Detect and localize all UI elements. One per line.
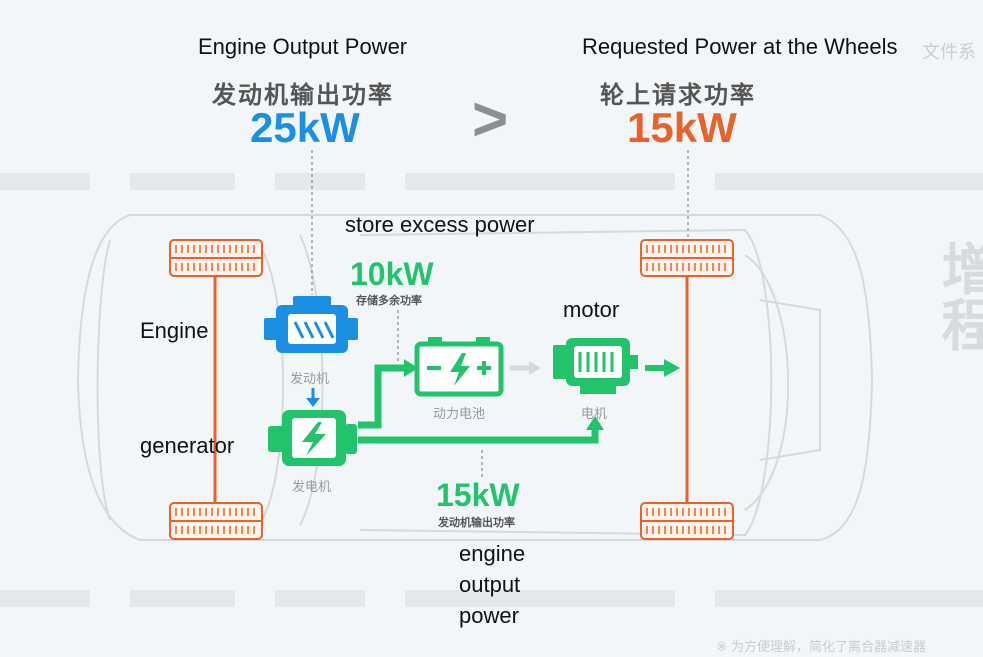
motor-to-axle-arrow — [645, 359, 680, 377]
wheel-front-right — [169, 502, 263, 540]
engine-output-label-en: Engine Output Power — [198, 34, 408, 59]
engine-output-power-line-1: engine — [459, 541, 526, 566]
wheel-front-left — [169, 239, 263, 277]
motor-label-en: motor — [563, 297, 620, 322]
motor-label-cn: 电机 — [581, 407, 608, 422]
engine-to-wheels-value: 15kW — [436, 477, 520, 513]
store-excess-value: 10kW — [350, 256, 434, 292]
wheel-rear-right — [640, 502, 734, 540]
engine-output-power-line-2: output — [459, 572, 521, 597]
car-outline — [76, 214, 874, 541]
engine-label-cn: 发动机 — [290, 372, 330, 387]
store-excess-label-cn: 存储多余功率 — [356, 294, 422, 307]
battery-label-cn: 动力电池 — [433, 407, 486, 422]
battery-icon — [414, 337, 504, 397]
watermark-top-right: 文件系 — [922, 42, 976, 63]
wheel-request-label-en: Requested Power at the Wheels — [582, 34, 898, 59]
engine-output-power-line-3: power — [459, 603, 519, 628]
battery-arrowhead — [404, 359, 418, 377]
motor-arrowhead — [586, 416, 604, 430]
engine-output-value: 25kW — [250, 104, 360, 151]
generator-to-motor-flow — [358, 428, 599, 444]
engine-output-label-cn: 发动机输出功率 — [212, 81, 394, 109]
generator-icon — [268, 410, 357, 466]
store-excess-label-en: store excess power — [345, 212, 535, 237]
greater-than-symbol: > — [472, 85, 509, 154]
engine-icon — [264, 296, 358, 353]
wheel-rear-left — [640, 239, 734, 277]
watermark-right: 增程 — [932, 240, 983, 352]
wheel-request-value: 15kW — [627, 104, 737, 151]
engine-to-wheels-label-cn: 发动机输出功率 — [438, 516, 515, 529]
footnote: ※ 为方便理解，简化了离合器减速器 — [716, 640, 927, 655]
road-dashes-top — [0, 173, 983, 190]
generator-label-cn: 发电机 — [292, 480, 332, 495]
generator-to-battery-flow — [358, 364, 405, 429]
engine-label-en: Engine — [140, 318, 209, 343]
generator-label-en: generator — [140, 433, 235, 458]
wheel-request-label-cn: 轮上请求功率 — [600, 81, 756, 109]
battery-to-motor-arrow — [510, 361, 541, 375]
road-dashes-bottom — [0, 590, 983, 607]
engine-to-generator-arrow — [306, 388, 320, 407]
motor-icon — [553, 338, 638, 394]
